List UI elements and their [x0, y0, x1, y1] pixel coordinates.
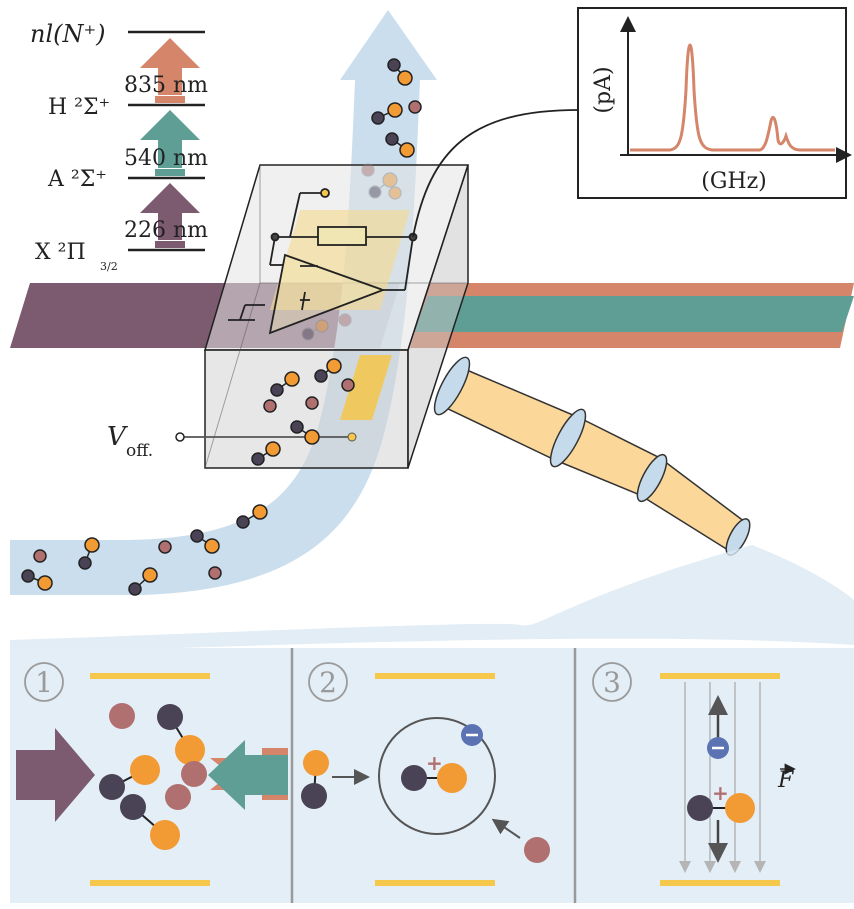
step-3-number: 3	[603, 666, 621, 699]
field-label: F	[777, 768, 794, 793]
step-2-number: 2	[319, 666, 337, 699]
top-electrode	[270, 210, 410, 310]
voltage-subscript: off.	[126, 441, 153, 461]
beam-molecules	[21, 58, 422, 596]
inset-y-label: (pA)	[591, 66, 616, 113]
level-label-nl: nl(N⁺)	[30, 20, 106, 48]
step-2-panel: 2 +	[301, 662, 550, 886]
rydberg-orbit	[378, 717, 496, 835]
wavelength-835: 835 nm	[124, 73, 208, 98]
faded-molecules	[301, 163, 402, 341]
counter-pulse-arrow	[208, 740, 288, 810]
bottom-electrode	[340, 355, 392, 420]
green-beam	[414, 296, 854, 332]
interaction-chamber	[203, 164, 470, 469]
step-1-panel: 1	[16, 662, 288, 886]
step-1-number: 1	[35, 666, 53, 699]
spectrum-trace	[630, 43, 835, 152]
level-label-X-subscript: 3/2	[100, 260, 118, 273]
energy-level-diagram: nl(N⁺) H ²Σ⁺ A ²Σ⁺ X ²Π 3/2 835 nm 540 n…	[30, 20, 208, 273]
ion-plus-3: +	[712, 781, 729, 805]
level-label-X: X ²Π	[35, 240, 86, 265]
voltage-label: V	[107, 422, 128, 452]
process-steps: 1 2	[10, 648, 854, 903]
ion-plus-2: +	[426, 751, 443, 775]
level-label-A: A ²Σ⁺	[47, 167, 107, 192]
uv-pulse-arrow	[16, 728, 95, 822]
transition-arrow-540	[140, 110, 200, 173]
wavelength-226: 226 nm	[124, 218, 208, 243]
inset-x-label: (GHz)	[701, 169, 767, 194]
telescope-detector	[433, 356, 751, 556]
transition-arrow-835	[140, 38, 200, 100]
view-cone	[10, 545, 854, 652]
step-3-panel: 3 + F	[592, 662, 796, 886]
wavelength-540: 540 nm	[124, 146, 208, 171]
amplifier-circuit	[228, 188, 418, 335]
signal-wire	[412, 109, 579, 238]
spectrum-inset: (pA) (GHz)	[577, 7, 852, 199]
voltage-terminal: V off.	[107, 422, 357, 461]
transition-arrow-226	[140, 183, 200, 245]
level-label-H: H ²Σ⁺	[48, 95, 110, 120]
